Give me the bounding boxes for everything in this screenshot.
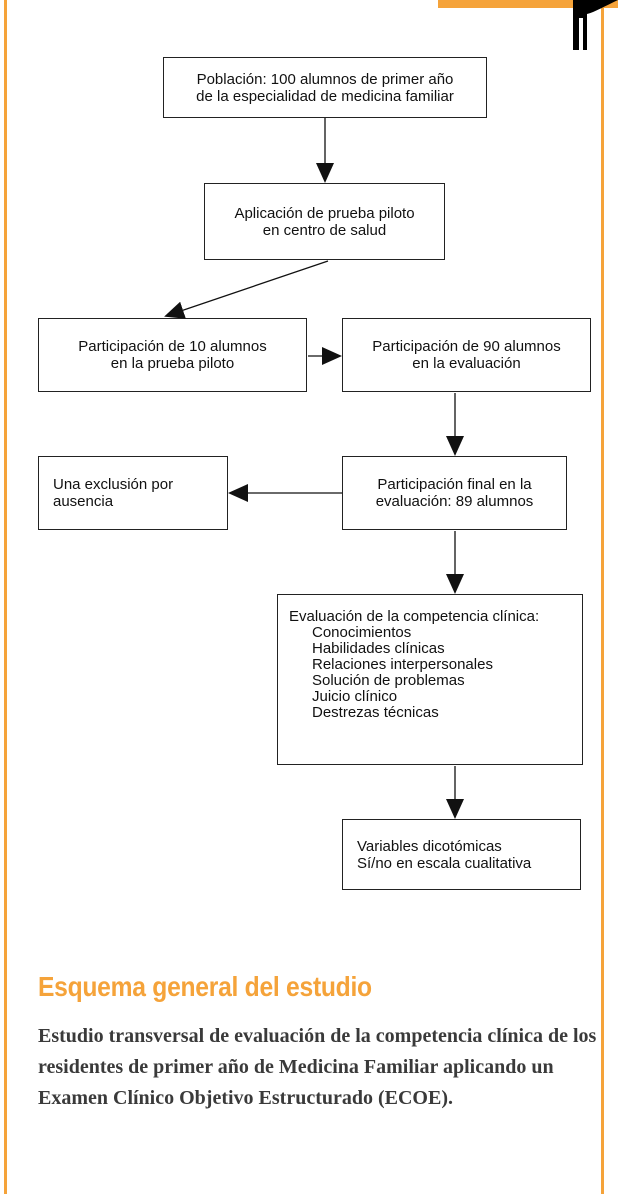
page-frame xyxy=(4,0,604,1194)
section-heading: Esquema general del estudio xyxy=(38,971,372,1002)
node-exclusion-label: Una exclusión por ausencia xyxy=(53,476,174,510)
corner-tab xyxy=(438,0,618,8)
evaluacion-item: Relaciones interpersonales xyxy=(312,656,493,673)
node-exclusion: Una exclusión por ausencia xyxy=(38,456,228,530)
flow-arrows xyxy=(164,118,464,819)
node-participacion-90-label: Participación de 90 alumnos en la evalua… xyxy=(372,338,561,372)
node-evaluacion-title: Evaluación de la competencia clínica: xyxy=(289,608,540,625)
node-prueba-piloto: Aplicación de prueba piloto en centro de… xyxy=(204,183,445,260)
node-participacion-10: Participación de 10 alumnos en la prueba… xyxy=(38,318,307,392)
evaluacion-items: Conocimientos Habilidades clínicas Relac… xyxy=(289,625,572,721)
node-prueba-piloto-label: Aplicación de prueba piloto en centro de… xyxy=(234,204,415,239)
node-poblacion-label: Población: 100 alumnos de primer año de … xyxy=(196,70,454,105)
evaluacion-item: Destrezas técnicas xyxy=(312,704,439,721)
node-participacion-final: Participación final en la evaluación: 89… xyxy=(342,456,567,530)
evaluacion-item: Habilidades clínicas xyxy=(312,640,445,657)
study-description: Estudio transversal de evaluación de la … xyxy=(38,1025,597,1109)
node-variables: Variables dicotómicas Sí/no en escala cu… xyxy=(342,819,581,890)
node-variables-label: Variables dicotómicas Sí/no en escala cu… xyxy=(357,837,532,872)
evaluacion-item: Conocimientos xyxy=(312,624,412,641)
node-poblacion: Población: 100 alumnos de primer año de … xyxy=(163,57,487,118)
node-participacion-90: Participación de 90 alumnos en la evalua… xyxy=(342,318,591,392)
node-evaluacion: Evaluación de la competencia clínica: Co… xyxy=(277,594,583,765)
evaluacion-item: Juicio clínico xyxy=(312,688,398,705)
node-participacion-final-label: Participación final en la evaluación: 89… xyxy=(375,476,534,510)
corner-figure-icon xyxy=(573,0,618,50)
evaluacion-item: Solución de problemas xyxy=(312,672,465,689)
node-participacion-10-label: Participación de 10 alumnos en la prueba… xyxy=(78,338,267,372)
arrow-piloto-to-10 xyxy=(164,260,329,319)
